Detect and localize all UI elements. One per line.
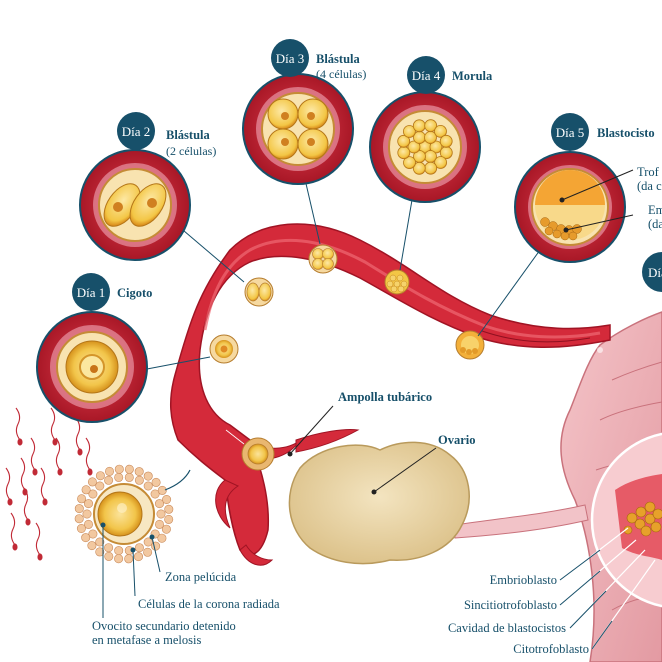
stage-circle-day3 bbox=[242, 73, 354, 185]
ampolla-label: Ampolla tubárico bbox=[338, 390, 432, 404]
day-badge-3: Día 3 bbox=[271, 39, 309, 77]
day-badge-4: Día 4 bbox=[407, 56, 445, 94]
day-badge-2: Día 2 bbox=[117, 112, 155, 150]
stage-circle-day2 bbox=[79, 149, 191, 261]
stage-subtitle-day2: (2 células) bbox=[166, 144, 216, 158]
svg-text:Día 1: Día 1 bbox=[77, 285, 106, 300]
embrioblasto-label-line1: Em bbox=[648, 203, 662, 217]
uterus bbox=[560, 311, 662, 662]
fertilized-oocyte-in-tube bbox=[225, 414, 291, 471]
stage-title-day1: Cigoto bbox=[117, 286, 152, 300]
svg-text:Día: Día bbox=[648, 265, 662, 280]
tube-embryos bbox=[209, 244, 485, 471]
stage-subtitle-day3: (4 células) bbox=[316, 67, 366, 81]
embrioblasto-label: Embrioblasto bbox=[490, 573, 557, 587]
ovulated-oocyte bbox=[5, 407, 191, 564]
svg-text:Día 5: Día 5 bbox=[556, 125, 585, 140]
ovary bbox=[288, 441, 470, 565]
trofoblasto-label-line2: (da c bbox=[637, 179, 662, 193]
stage-title-day3: Blástula bbox=[316, 52, 361, 66]
ovocito-label-line1: Ovocito secundario detenido bbox=[92, 619, 236, 633]
zona-pelucida-label: Zona pelúcida bbox=[165, 570, 237, 584]
secondary-oocyte bbox=[97, 491, 143, 537]
trofoblasto-label-line1: Trof bbox=[637, 165, 660, 179]
sincitiotrofoblasto-label: Sincitiotrofoblasto bbox=[464, 598, 557, 612]
svg-text:Día 4: Día 4 bbox=[412, 68, 441, 83]
sperm-cells bbox=[5, 407, 93, 561]
stage-title-day2: Blástula bbox=[166, 128, 211, 142]
stage-title-day4: Morula bbox=[452, 69, 493, 83]
stage-title-day5: Blastocisto bbox=[597, 126, 655, 140]
svg-text:Día 3: Día 3 bbox=[276, 51, 305, 66]
day-badge-5: Día 5 bbox=[551, 113, 589, 151]
day-badge-1: Día 1 bbox=[72, 273, 110, 311]
implanted-blastocyst-cells bbox=[623, 501, 662, 537]
ovocito-label-line2: en metafase a melosis bbox=[92, 633, 201, 647]
corona-radiada-label: Células de la corona radiada bbox=[138, 597, 280, 611]
stage-circle-day1 bbox=[36, 311, 148, 423]
embrioblasto-label-line2: (da bbox=[648, 217, 662, 231]
day-badge-6: Día bbox=[642, 252, 662, 292]
stage-circle-day4 bbox=[369, 91, 481, 203]
cavidad-blastocistos-label: Cavidad de blastocistos bbox=[448, 621, 566, 635]
ovario-label: Ovario bbox=[438, 433, 476, 447]
citotrofoblasto-label: Citotrofoblasto bbox=[513, 642, 589, 656]
corona-radiata-cells bbox=[74, 464, 174, 564]
stage-circle-day5 bbox=[514, 151, 634, 263]
svg-text:Día 2: Día 2 bbox=[122, 124, 151, 139]
